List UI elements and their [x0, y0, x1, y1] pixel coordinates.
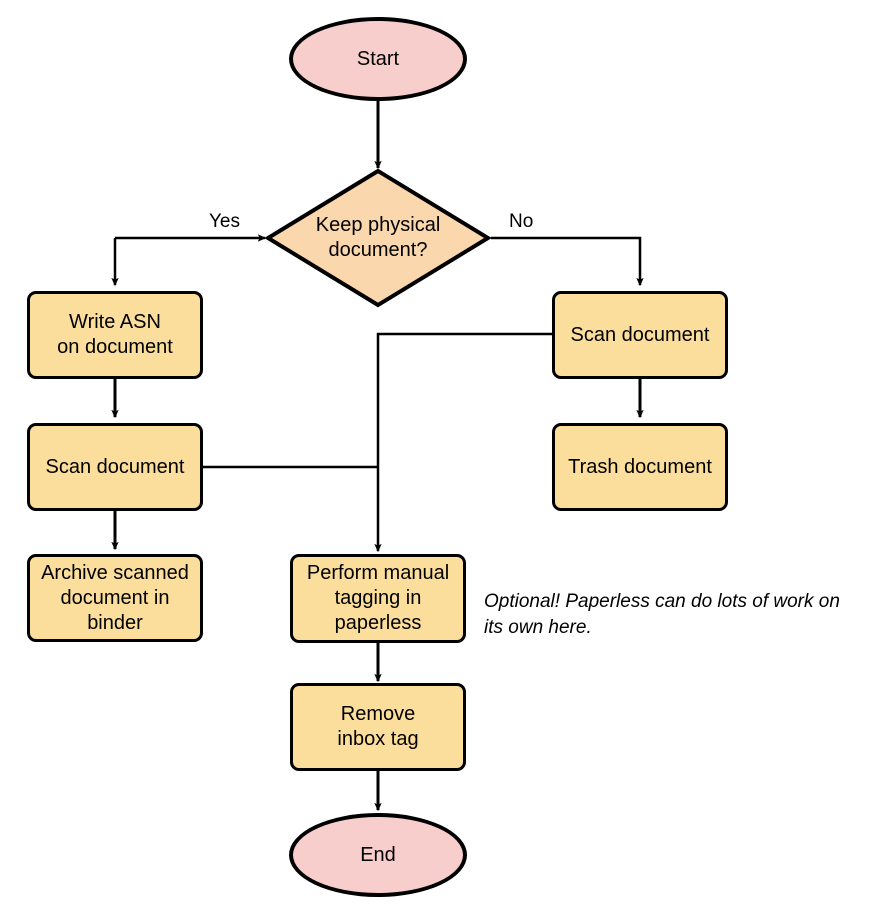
edge-scan-right-to-tagging	[374, 332, 552, 553]
node-archive-scanned-document-in-binder[interactable]: Archive scanned document in binder	[27, 554, 203, 642]
node-tagging-label: Perform manual tagging in paperless	[307, 561, 449, 636]
node-remove-inbox-tag[interactable]: Remove inbox tag	[290, 683, 466, 771]
node-perform-manual-tagging-in-paperless[interactable]: Perform manual tagging in paperless	[290, 554, 466, 643]
node-start-label: Start	[356, 47, 400, 70]
node-scan-document-right[interactable]: Scan document	[552, 291, 728, 379]
node-remove-inbox-label-line2: inbox tag	[337, 728, 419, 750]
node-tagging-label-line3: paperless	[334, 612, 422, 634]
node-write-asn-label-line1: Write ASN	[69, 311, 161, 333]
edge-decision-no-to-scan-right	[491, 236, 644, 287]
node-trash-document[interactable]: Trash document	[552, 423, 728, 511]
node-archive-label-line3: binder	[87, 611, 143, 634]
node-end[interactable]: End	[289, 813, 467, 897]
node-end-label: End	[360, 843, 396, 866]
node-keep-physical-document-decision[interactable]: Keep physical document?	[265, 168, 491, 308]
node-write-asn-label: Write ASN on document	[57, 310, 173, 360]
edge-label-yes: Yes	[209, 211, 240, 232]
edge-label-no: No	[509, 211, 534, 232]
node-scan-document-left[interactable]: Scan document	[27, 423, 203, 511]
note-optional-line2: its own here.	[484, 617, 592, 638]
node-trash-document-label: Trash document	[568, 455, 712, 478]
node-write-asn-on-document[interactable]: Write ASN on document	[27, 291, 203, 379]
node-scan-document-left-label: Scan document	[45, 455, 185, 478]
node-tagging-label-line2: tagging in	[334, 587, 422, 609]
diamond-shape	[265, 168, 491, 308]
node-archive-label-line1: Archive scanned	[41, 561, 189, 584]
node-decision-label-line1: Keep physical	[315, 214, 441, 236]
note-optional-paperless: Optional! Paperless can do lots of work …	[484, 589, 884, 641]
note-optional-line1: Optional! Paperless can do lots of work …	[484, 591, 840, 612]
node-remove-inbox-label: Remove inbox tag	[337, 702, 418, 752]
node-decision-label: Keep physical document?	[316, 213, 441, 263]
node-archive-label: Archive scanned document in binder	[41, 561, 189, 636]
node-scan-document-right-label: Scan document	[570, 323, 710, 346]
node-write-asn-label-line2: on document	[57, 336, 173, 358]
node-start[interactable]: Start	[289, 17, 467, 101]
node-archive-label-line2: document in	[60, 586, 170, 609]
node-remove-inbox-label-line1: Remove	[340, 703, 416, 725]
node-tagging-label-line1: Perform manual	[306, 562, 450, 584]
node-decision-label-line2: document?	[328, 239, 428, 261]
